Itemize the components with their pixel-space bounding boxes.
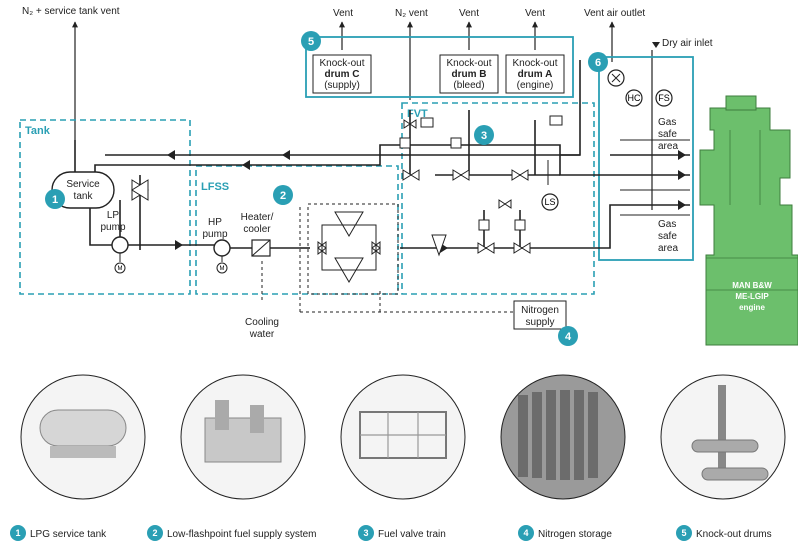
badge-6: 6: [588, 52, 608, 72]
fvt-zone-box: [402, 103, 594, 294]
svg-text:Low-flashpoint fuel supply sys: Low-flashpoint fuel supply system: [167, 529, 317, 540]
fan-icon: [608, 70, 624, 86]
cooling-water-label: Cooling: [245, 317, 279, 328]
cooling-water-label-2: water: [249, 329, 275, 340]
svg-text:HP: HP: [208, 217, 222, 228]
svg-text:Nitrogen storage: Nitrogen storage: [538, 529, 612, 540]
gas-safe-area-1: Gas: [658, 117, 676, 128]
level-switch: LS: [542, 160, 558, 210]
svg-text:drum C: drum C: [325, 69, 360, 80]
svg-text:Knock-out: Knock-out: [512, 58, 557, 69]
lp-pump: LP pump M: [100, 210, 128, 273]
photo-knockout: [661, 375, 785, 499]
svg-text:(bleed): (bleed): [453, 80, 484, 91]
hc-sensor: HC: [626, 90, 642, 106]
svg-text:HC: HC: [628, 93, 641, 103]
legend-5: 5 Knock-out drums: [676, 525, 772, 541]
flow-arrows: [167, 150, 686, 253]
legend-2: 2 Low-flashpoint fuel supply system: [147, 525, 317, 541]
legend-4: 4 Nitrogen storage: [518, 525, 612, 541]
heater-cooler: Heater/ cooler: [241, 212, 274, 256]
legend-1: 1 LPG service tank: [10, 525, 107, 541]
svg-text:engine: engine: [739, 303, 765, 312]
vent-b-label: Vent: [459, 8, 479, 19]
svg-text:LPG service tank: LPG service tank: [30, 529, 107, 540]
photo-nitrogen: [501, 375, 625, 499]
svg-text:FS: FS: [658, 93, 670, 103]
svg-text:Nitrogen: Nitrogen: [521, 305, 559, 316]
svg-text:cooler: cooler: [243, 224, 271, 235]
svg-text:Knock-out: Knock-out: [319, 58, 364, 69]
nitrogen-supply: Nitrogen supply: [514, 301, 566, 329]
svg-text:M: M: [118, 266, 123, 272]
vent-a-label: Vent: [525, 8, 545, 19]
svg-text:M: M: [220, 266, 225, 272]
vent-arrows: [75, 22, 652, 210]
svg-text:(engine): (engine): [517, 80, 554, 91]
fs-sensor: FS: [656, 90, 672, 106]
gas-safe-area-1b: safe: [658, 129, 677, 140]
svg-text:Heater/: Heater/: [241, 212, 274, 223]
svg-text:tank: tank: [74, 191, 94, 202]
svg-text:Fuel valve train: Fuel valve train: [378, 529, 446, 540]
lfss-zone-label: LFSS: [201, 181, 229, 193]
svg-text:1: 1: [52, 194, 58, 206]
badge-3: 3: [474, 125, 494, 145]
svg-text:4: 4: [565, 331, 572, 343]
n2-service-vent-label: N₂ + service tank vent: [22, 6, 120, 17]
svg-text:3: 3: [363, 528, 368, 538]
svg-text:5: 5: [308, 36, 314, 48]
knockout-drum-b: Knock-out drum B (bleed): [440, 55, 498, 93]
engine: MAN B&W ME-LGIP engine: [700, 96, 798, 345]
svg-text:1: 1: [15, 528, 20, 538]
svg-text:MAN B&W: MAN B&W: [732, 281, 772, 290]
svg-text:4: 4: [523, 528, 528, 538]
svg-text:Service: Service: [66, 179, 100, 190]
legend-3: 3 Fuel valve train: [358, 525, 446, 541]
gas-safe-area-2: Gas: [658, 219, 676, 230]
svg-text:Knock-out: Knock-out: [446, 58, 491, 69]
knockout-drum-a: Knock-out drum A (engine): [506, 55, 564, 93]
svg-text:LP: LP: [107, 210, 120, 221]
gas-safe-area-1c: area: [658, 141, 678, 152]
svg-text:drum A: drum A: [518, 69, 553, 80]
dry-air-arrow: [652, 42, 660, 48]
svg-text:drum B: drum B: [452, 69, 487, 80]
svg-text:3: 3: [481, 130, 487, 142]
vent-air-outlet-label: Vent air outlet: [584, 8, 645, 19]
tank-zone-box: [20, 120, 190, 294]
svg-text:Knock-out drums: Knock-out drums: [696, 529, 772, 540]
n2-vent-label: N₂ vent: [395, 8, 428, 19]
svg-text:2: 2: [280, 190, 286, 202]
svg-text:supply: supply: [526, 317, 555, 328]
gas-safe-area-2c: area: [658, 243, 678, 254]
knockout-drum-c: Knock-out drum C (supply): [313, 55, 371, 93]
photo-fvt: [341, 375, 465, 499]
badge-4: 4: [558, 326, 578, 346]
photo-lfss: [181, 375, 305, 499]
svg-text:ME-LGIP: ME-LGIP: [735, 292, 769, 301]
badge-2: 2: [273, 185, 293, 205]
svg-text:2: 2: [152, 528, 157, 538]
photo-lpg-tank: [21, 375, 145, 499]
tank-zone-label: Tank: [25, 125, 51, 137]
vent-c-label: Vent: [333, 8, 353, 19]
svg-text:(supply): (supply): [324, 80, 360, 91]
svg-text:LS: LS: [544, 197, 555, 207]
filter-block: [308, 204, 398, 294]
badge-5: 5: [301, 31, 321, 51]
svg-text:pump: pump: [100, 222, 125, 233]
svg-text:pump: pump: [202, 229, 227, 240]
svg-text:6: 6: [595, 57, 601, 69]
gas-safe-area-2b: safe: [658, 231, 677, 242]
badge-1: 1: [45, 189, 65, 209]
svg-text:5: 5: [681, 528, 686, 538]
dry-air-inlet-label: Dry air inlet: [662, 38, 713, 49]
